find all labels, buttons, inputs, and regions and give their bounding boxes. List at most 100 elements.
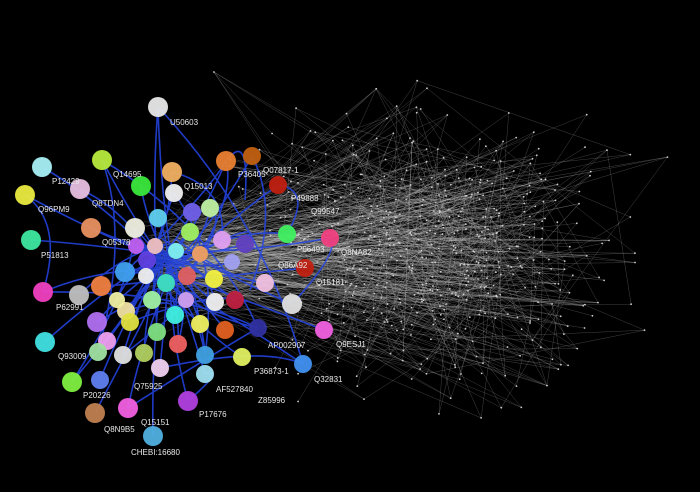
protein-node[interactable] bbox=[196, 346, 214, 364]
protein-node[interactable] bbox=[249, 319, 267, 337]
protein-node[interactable] bbox=[201, 199, 219, 217]
minor-node bbox=[297, 372, 299, 375]
protein-node[interactable] bbox=[206, 293, 224, 311]
minor-node bbox=[502, 140, 504, 143]
protein-node[interactable] bbox=[216, 321, 234, 339]
protein-node[interactable] bbox=[81, 218, 101, 238]
minor-node bbox=[457, 295, 460, 298]
protein-node[interactable] bbox=[296, 259, 314, 277]
minor-node bbox=[363, 398, 365, 400]
protein-node[interactable] bbox=[226, 291, 244, 309]
protein-node[interactable] bbox=[183, 203, 201, 221]
protein-node[interactable] bbox=[191, 315, 209, 333]
protein-node[interactable] bbox=[269, 176, 287, 194]
minor-node bbox=[466, 269, 468, 272]
protein-node[interactable] bbox=[148, 97, 168, 117]
minor-node bbox=[529, 215, 531, 218]
protein-node[interactable] bbox=[92, 150, 112, 170]
minor-node bbox=[532, 131, 535, 134]
minor-node bbox=[465, 194, 468, 197]
minor-node bbox=[327, 196, 330, 199]
protein-node[interactable] bbox=[149, 209, 167, 227]
minor-node bbox=[483, 286, 486, 289]
protein-node[interactable] bbox=[138, 268, 154, 284]
protein-node[interactable] bbox=[125, 218, 145, 238]
protein-node[interactable] bbox=[162, 162, 182, 182]
protein-node[interactable] bbox=[181, 223, 199, 241]
minor-node bbox=[318, 280, 320, 283]
minor-node bbox=[481, 231, 483, 233]
protein-node[interactable] bbox=[294, 355, 312, 373]
protein-node[interactable] bbox=[166, 306, 184, 324]
protein-node[interactable] bbox=[131, 176, 151, 196]
protein-node[interactable] bbox=[278, 225, 296, 243]
protein-node[interactable] bbox=[178, 391, 198, 411]
protein-node[interactable] bbox=[70, 179, 90, 199]
minor-node bbox=[365, 366, 367, 369]
minor-node bbox=[437, 183, 439, 185]
minor-node bbox=[522, 195, 525, 198]
protein-node[interactable] bbox=[109, 292, 125, 308]
cluster-nodes[interactable] bbox=[15, 97, 339, 446]
protein-node[interactable] bbox=[169, 335, 187, 353]
protein-node[interactable] bbox=[213, 231, 231, 249]
protein-node[interactable] bbox=[69, 285, 89, 305]
protein-node[interactable] bbox=[91, 276, 111, 296]
protein-node[interactable] bbox=[15, 185, 35, 205]
minor-node bbox=[538, 272, 541, 274]
protein-node[interactable] bbox=[115, 262, 135, 282]
minor-node bbox=[392, 243, 395, 246]
protein-node[interactable] bbox=[168, 243, 184, 259]
protein-node[interactable] bbox=[135, 344, 153, 362]
protein-node[interactable] bbox=[147, 238, 163, 254]
protein-node[interactable] bbox=[192, 246, 208, 262]
protein-node[interactable] bbox=[91, 371, 109, 389]
protein-node[interactable] bbox=[165, 184, 183, 202]
protein-node[interactable] bbox=[196, 365, 214, 383]
minor-node bbox=[537, 318, 540, 321]
protein-node[interactable] bbox=[256, 274, 274, 292]
protein-node[interactable] bbox=[35, 332, 55, 352]
protein-node[interactable] bbox=[114, 346, 132, 364]
protein-node[interactable] bbox=[138, 251, 156, 269]
protein-node[interactable] bbox=[32, 157, 52, 177]
protein-node[interactable] bbox=[121, 313, 139, 331]
minor-node bbox=[467, 274, 470, 277]
protein-node[interactable] bbox=[321, 229, 339, 247]
protein-node[interactable] bbox=[33, 282, 53, 302]
protein-node[interactable] bbox=[151, 359, 169, 377]
protein-node[interactable] bbox=[128, 238, 144, 254]
protein-node[interactable] bbox=[143, 426, 163, 446]
protein-node[interactable] bbox=[148, 323, 166, 341]
protein-node[interactable] bbox=[224, 254, 240, 270]
protein-node[interactable] bbox=[236, 235, 254, 253]
minor-node bbox=[454, 338, 457, 340]
protein-node[interactable] bbox=[87, 312, 107, 332]
protein-node[interactable] bbox=[233, 348, 251, 366]
minor-node bbox=[381, 252, 384, 255]
minor-node bbox=[258, 148, 261, 151]
protein-node[interactable] bbox=[315, 321, 333, 339]
minor-node bbox=[346, 268, 349, 271]
minor-node bbox=[445, 303, 447, 305]
protein-node[interactable] bbox=[178, 292, 194, 308]
protein-node[interactable] bbox=[85, 403, 105, 423]
minor-node bbox=[425, 282, 428, 285]
protein-node[interactable] bbox=[143, 291, 161, 309]
minor-node bbox=[410, 334, 412, 336]
minor-node bbox=[297, 400, 299, 403]
protein-node[interactable] bbox=[21, 230, 41, 250]
minor-node bbox=[417, 238, 420, 241]
protein-node[interactable] bbox=[89, 343, 107, 361]
protein-node[interactable] bbox=[62, 372, 82, 392]
protein-node[interactable] bbox=[205, 270, 223, 288]
protein-node[interactable] bbox=[157, 274, 175, 292]
minor-node bbox=[501, 224, 504, 227]
protein-node[interactable] bbox=[243, 147, 261, 165]
protein-node[interactable] bbox=[216, 151, 236, 171]
protein-node[interactable] bbox=[282, 294, 302, 314]
protein-node[interactable] bbox=[118, 398, 138, 418]
protein-node[interactable] bbox=[178, 267, 196, 285]
